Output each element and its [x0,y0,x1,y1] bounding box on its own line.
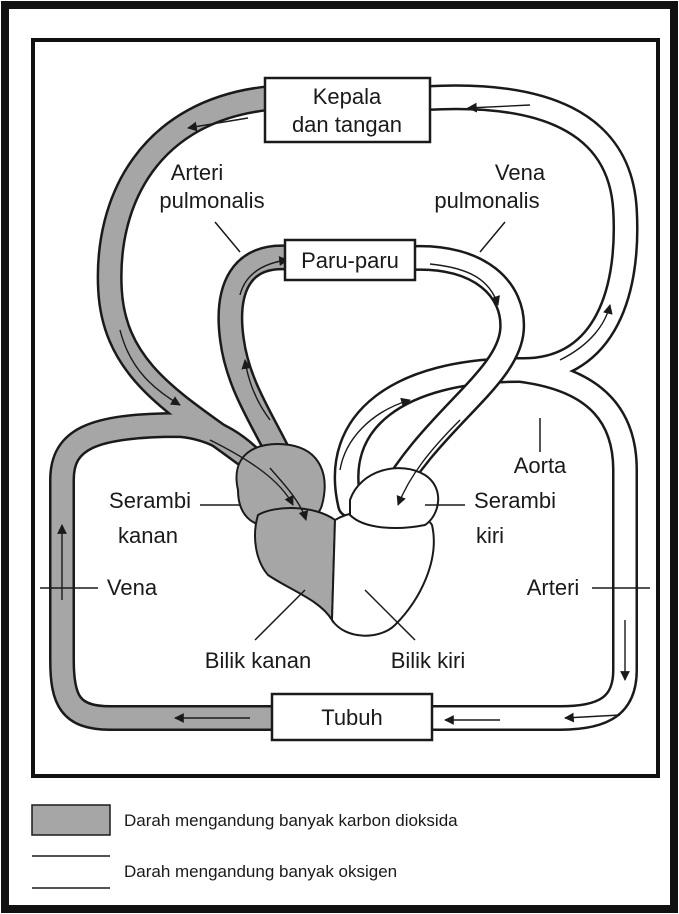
left-ventricle-label: Bilik kiri [391,648,466,673]
pulmonary-artery-leader [215,222,240,252]
right-ventricle-shape [255,508,335,620]
artery-label: Arteri [527,575,580,600]
pulmonary-artery-label-line2: pulmonalis [159,188,264,213]
head-label-line2: dan tangan [292,112,402,137]
right-atrium-label-line2: kanan [118,523,178,548]
left-atrium-label-line2: kiri [476,523,504,548]
legend-swatch-deoxygenated [32,805,110,835]
legend: Darah mengandung banyak karbon dioksida … [32,805,458,888]
pulmonary-vein-label-line2: pulmonalis [434,188,539,213]
right-ventricle-leader [255,590,305,640]
legend-label-oxygenated: Darah mengandung banyak oksigen [124,862,397,881]
left-atrium-label-line1: Serambi [474,488,556,513]
aorta-label: Aorta [514,453,567,478]
pulmonary-vein-label-line1: Vena [495,160,546,185]
diagram-border [33,40,658,776]
right-atrium-label-line1: Serambi [109,488,191,513]
body-label: Tubuh [321,705,383,730]
head-label-line1: Kepala [313,84,382,109]
left-atrium-shape [350,468,438,528]
right-ventricle-label: Bilik kanan [205,648,311,673]
pulmonary-artery-label-line1: Arteri [171,160,224,185]
legend-label-deoxygenated: Darah mengandung banyak karbon dioksida [124,811,458,830]
pulmonary-vein-leader [480,222,505,252]
lungs-label: Paru-paru [301,248,399,273]
vein-label: Vena [107,575,158,600]
